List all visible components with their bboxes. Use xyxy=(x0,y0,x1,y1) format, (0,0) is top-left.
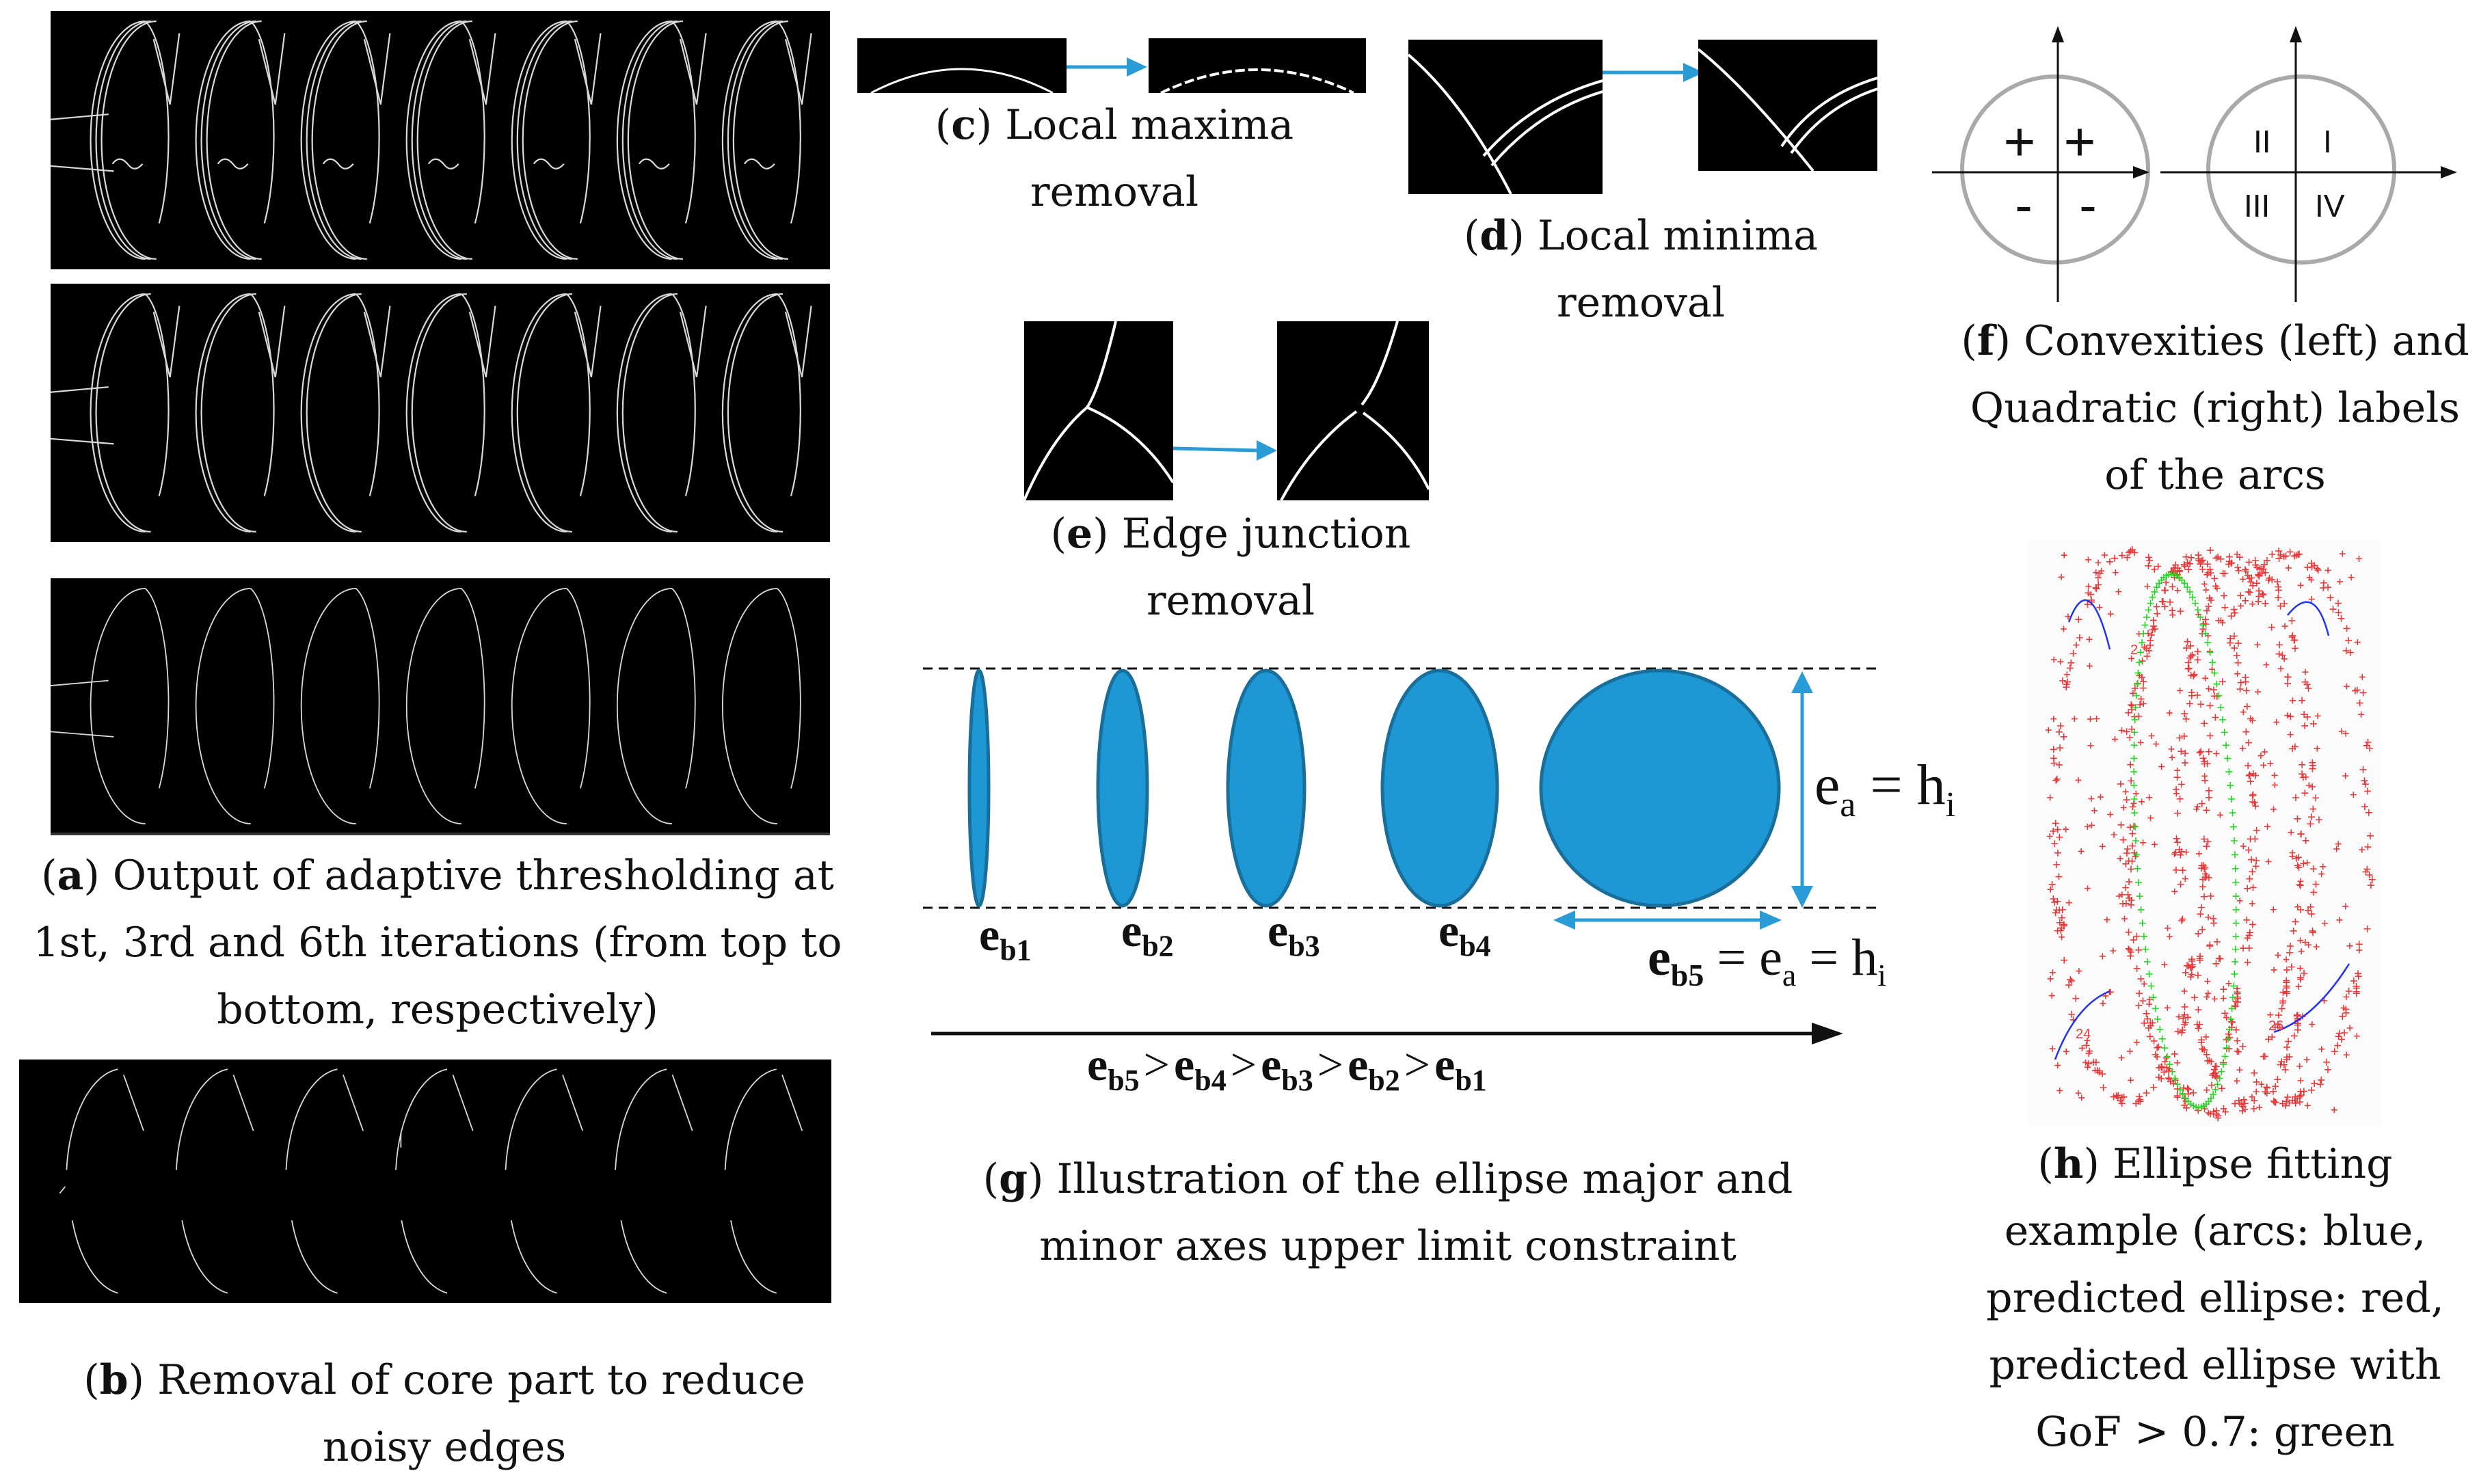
thresholding-iter6-image xyxy=(51,578,830,834)
ellipse-fitting-image: 2 24 26 xyxy=(2028,540,2381,1127)
ellipse-eb2 xyxy=(1096,669,1149,908)
ellipse-eb4 xyxy=(1380,669,1499,908)
convexity-q1: + xyxy=(2063,111,2096,174)
fit-marker-2: 2 xyxy=(2130,643,2139,658)
caption-a: (a) Output of adaptive thresholding at 1… xyxy=(33,852,842,1034)
quadrant-q4: IV xyxy=(2315,188,2345,224)
ellipse-eb5 xyxy=(1539,669,1781,908)
caption-h: (h) Ellipse fitting example (arcs: blue,… xyxy=(1986,1140,2444,1456)
divider-line xyxy=(51,833,830,835)
edge-junction-before-image xyxy=(1024,321,1173,500)
arrow-junction xyxy=(1172,437,1278,465)
caption-e: (e) Edge junction removal xyxy=(1050,510,1411,625)
convexity-diagram: + + - - II I III IV xyxy=(1928,21,2461,308)
label-ea-equation: ea = hi xyxy=(1814,753,1956,824)
caption-b: (b) Removal of core part to reduce noisy… xyxy=(83,1356,805,1471)
label-eb4: eb4 xyxy=(1438,904,1491,963)
edge-junction-after-image xyxy=(1277,321,1429,500)
convexity-q3: - xyxy=(2015,177,2032,232)
convexity-q4: - xyxy=(2080,177,2096,232)
quadrant-q1: I xyxy=(2323,124,2332,159)
label-eb2: eb2 xyxy=(1121,904,1174,963)
quadrant-q3: III xyxy=(2244,188,2270,224)
ellipse-eb1 xyxy=(967,669,991,908)
fit-marker-26: 26 xyxy=(2268,1018,2284,1034)
thresholding-iter3-image xyxy=(51,284,830,542)
arrow-maxima xyxy=(1067,55,1149,82)
local-maxima-after-image xyxy=(1149,38,1366,93)
axes-constraint-diagram: eb1 eb2 eb3 eb4 eb5 = ea = hi ea = hi eb… xyxy=(923,656,2003,1097)
ellipse-shapes xyxy=(967,669,1781,908)
label-eb1: eb1 xyxy=(979,908,1032,967)
arrow-minima xyxy=(1603,60,1705,87)
local-minima-after-image xyxy=(1698,40,1877,171)
thresholding-iter1-image xyxy=(51,11,830,269)
caption-c: (c) Local maxima removal xyxy=(935,101,1294,216)
caption-g: (g) Illustration of the ellipse major an… xyxy=(982,1155,1793,1270)
axes-order-inequality: eb5>eb4>eb3>eb2>eb1 xyxy=(1087,1038,1487,1097)
ellipse-eb3 xyxy=(1226,669,1306,908)
core-removal-image xyxy=(19,1060,831,1303)
quadrant-q2: II xyxy=(2253,124,2271,159)
caption-d: (d) Local minima removal xyxy=(1463,212,1819,327)
convexity-q2: + xyxy=(2003,111,2036,174)
fit-marker-24: 24 xyxy=(2076,1027,2091,1042)
label-eb5-equation: eb5 = ea = hi xyxy=(1648,929,1886,993)
caption-f: (f) Convexities (left) and Quadratic (ri… xyxy=(1961,317,2469,499)
label-eb3: eb3 xyxy=(1268,904,1320,963)
local-maxima-before-image xyxy=(857,38,1067,93)
local-minima-before-image xyxy=(1408,40,1603,194)
